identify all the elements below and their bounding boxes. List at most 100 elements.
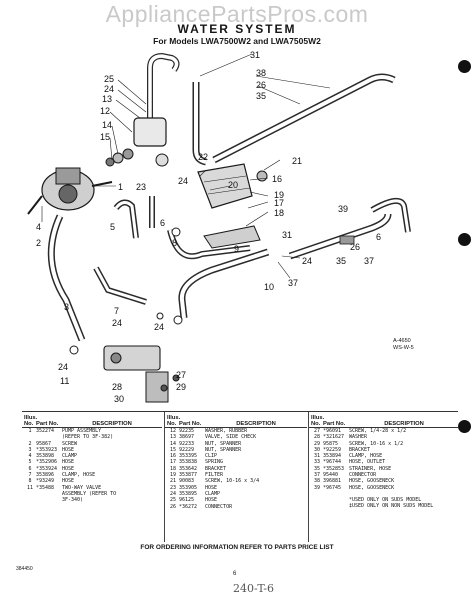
callout-6: 6	[376, 232, 381, 242]
table-header: Illus. No. Part No. DESCRIPTION	[22, 412, 162, 428]
cell-part: 38697	[179, 434, 195, 441]
callout-24: 24	[112, 318, 122, 328]
callout-11: 11	[60, 376, 69, 386]
callout-27: 27	[176, 370, 186, 380]
callout-22: 22	[198, 152, 208, 162]
cell-desc: BRACKET	[205, 465, 227, 472]
figure-code-line: A-4650	[393, 338, 411, 344]
cell-no: 25	[169, 497, 177, 504]
cell-desc: 3F-340)	[62, 497, 84, 504]
cell-part: 353898	[36, 453, 55, 460]
callout-28: 28	[112, 382, 122, 392]
cell-no: 6	[28, 465, 32, 472]
callout-14: 14	[102, 120, 112, 130]
cell-part: 353642	[179, 465, 198, 472]
callout-24: 24	[154, 322, 164, 332]
cell-part: *35488	[36, 484, 55, 491]
callout-19: 19	[274, 190, 284, 200]
callout-26: 26	[350, 242, 360, 252]
callout-31: 31	[250, 50, 260, 60]
callout-9: 9	[234, 244, 239, 254]
callout-21: 21	[292, 156, 302, 166]
figure-code-line: WS-W-5	[393, 345, 414, 351]
punch-hole	[458, 233, 471, 246]
cell-part: *96744	[323, 459, 342, 466]
header-part-no: Part No.	[323, 421, 346, 427]
parts-diagram: 31 25 24 13 12 14 15 38 26 35 22 21 16 1…	[27, 50, 411, 404]
cell-no: 4	[28, 453, 32, 460]
cell-no: 23	[169, 484, 177, 491]
callout-6: 6	[160, 218, 165, 228]
table-header: Illus. No. Part No. DESCRIPTION	[309, 412, 459, 428]
callout-24: 24	[178, 176, 188, 186]
punch-hole	[458, 60, 471, 73]
cell-part: 95440	[323, 472, 339, 479]
cell-desc: HOSE, GOOSENECK	[349, 478, 395, 485]
cell-part: 353838	[179, 459, 198, 466]
table-note: *USED ONLY ON SUDS MODEL	[349, 496, 422, 503]
table-note: ‡USED ONLY ON NON SUDS MODEL	[349, 503, 434, 510]
handwritten-note: 240-T-6	[233, 582, 274, 595]
cell-desc: WASHER, RUBBER	[205, 428, 248, 434]
cell-part: *353924	[36, 465, 58, 472]
header-illus-no: Illus. No.	[167, 415, 181, 427]
cell-no: 2	[28, 440, 32, 447]
punch-hole	[458, 420, 471, 433]
two-way-valve	[103, 345, 180, 403]
callout-25: 25	[104, 74, 114, 84]
callout-18: 18	[274, 208, 284, 218]
cell-part: 353395	[179, 453, 198, 460]
cell-desc: CLAMP	[62, 453, 78, 460]
watermark: AppliancePartsPros.com	[105, 1, 369, 27]
cell-part: 353905	[179, 484, 198, 491]
callout-33: 35	[256, 91, 266, 101]
table-header: Illus. No. Part No. DESCRIPTION	[165, 412, 307, 428]
cell-no: 35	[313, 465, 321, 472]
cell-no: 27	[313, 428, 321, 434]
cell-part: *36272	[179, 503, 198, 510]
cell-no: 5	[28, 459, 32, 466]
cell-part: 353895	[179, 490, 198, 497]
table-row: 4 353898 CLAMP	[22, 453, 162, 459]
callout-4: 4	[36, 222, 41, 232]
cell-no: 11	[26, 484, 34, 491]
callout-5: 5	[110, 222, 115, 232]
cell-no: 39	[313, 484, 321, 491]
cell-no: 3	[28, 446, 32, 453]
callout-15: 15	[100, 132, 110, 142]
cell-part	[36, 497, 62, 503]
header-illus-no: Illus. No.	[24, 415, 38, 427]
cell-no: 37	[313, 472, 321, 479]
header-description: DESCRIPTION	[92, 421, 132, 427]
cell-desc: HOSE, OUTLET	[349, 459, 386, 466]
cell-desc: HOSE	[62, 446, 75, 453]
cell-desc: (REFER TO 3F-382)	[62, 434, 114, 441]
callout-8: 8	[172, 238, 177, 248]
cell-no: 17	[169, 459, 177, 466]
header-description: DESCRIPTION	[384, 421, 424, 427]
callout-2: 2	[36, 238, 41, 248]
cell-no: 38	[313, 478, 321, 485]
cell-part: 353877	[179, 472, 198, 479]
cell-desc: CLAMP	[205, 490, 221, 497]
hose-25	[147, 52, 180, 118]
cell-part: 353896	[36, 472, 55, 479]
cell-desc: NUT, SPANNER	[205, 440, 242, 447]
callout-17: 17	[274, 198, 284, 208]
callout-16: 16	[272, 174, 282, 184]
cell-no: 16	[169, 453, 177, 460]
cell-no: 31	[313, 453, 321, 460]
